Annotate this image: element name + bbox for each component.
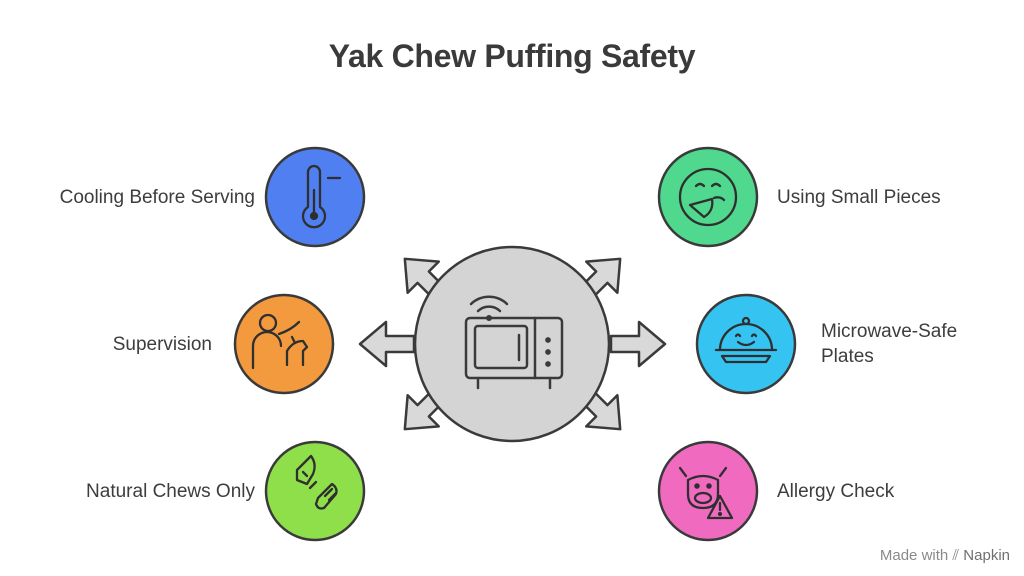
- label-allergy-check: Allergy Check: [777, 481, 895, 502]
- made-with-napkin-watermark[interactable]: Made with ⫽ Napkin: [880, 547, 1010, 564]
- supervision-node: [233, 293, 335, 395]
- label-using-small-pieces: Using Small Pieces: [777, 187, 941, 208]
- label-natural-chews-only: Natural Chews Only: [86, 481, 255, 502]
- napkin-brand-text: Napkin: [963, 547, 1010, 564]
- covered-plate-icon: [714, 316, 778, 364]
- made-with-text: Made with: [879, 547, 949, 564]
- thermometer-icon: [301, 164, 342, 229]
- natural-chews-node: [264, 440, 366, 542]
- cow-warning-icon: [678, 466, 734, 520]
- diagram-title: Yak Chew Puffing Safety: [328, 38, 696, 74]
- dog-chew-icon: [295, 454, 338, 510]
- label-microwave-safe-plates: Microwave-Safe Plates: [821, 321, 958, 367]
- person-with-dog-icon: [251, 313, 309, 370]
- napkin-logo-icon: ⫽: [952, 547, 960, 564]
- microwave-icon: [464, 295, 564, 390]
- arrow-to-supervision: [358, 320, 416, 368]
- arrow-to-microwave-plates: [609, 320, 667, 368]
- allergy-node: [657, 440, 759, 542]
- label-cooling-before-serving: Cooling Before Serving: [59, 187, 255, 208]
- smiling-face-eating-icon: [678, 167, 738, 227]
- label-supervision: Supervision: [112, 334, 212, 355]
- small-pieces-node: [657, 146, 759, 248]
